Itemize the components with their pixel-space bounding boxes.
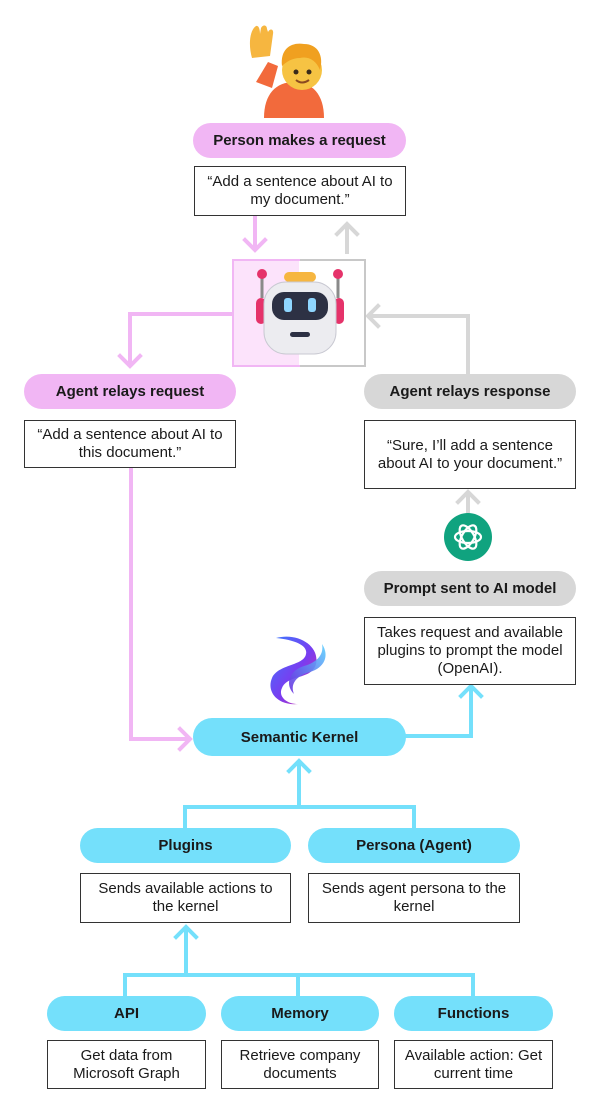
functions-label: Functions (394, 996, 553, 1031)
memory-text: Retrieve company documents (221, 1040, 379, 1089)
arrow-agent-to-relay-request (117, 312, 234, 369)
semantic-kernel-label: Semantic Kernel (193, 718, 406, 756)
arrow-kernel-to-prompt (405, 683, 484, 738)
robot-icon (256, 269, 344, 355)
agent-relays-response-label: Agent relays response (364, 374, 576, 409)
person-raising-hand-icon (249, 25, 324, 118)
agent-relays-request-label: Agent relays request (24, 374, 236, 409)
arrow-plugins-to-kernel (183, 758, 416, 830)
plugins-label: Plugins (80, 828, 291, 863)
semantic-kernel-logo-icon (270, 636, 326, 705)
arrow-response-to-agent (365, 303, 470, 376)
agent-box-pink-edge (232, 259, 300, 367)
functions-text: Available action: Get current time (394, 1040, 553, 1089)
agent-relays-request-text: “Add a sentence about AI to this documen… (24, 420, 236, 468)
person-request-text: “Add a sentence about AI to my document.… (194, 166, 406, 216)
api-label: API (47, 996, 206, 1031)
arrow-agent-to-person (334, 221, 360, 254)
prompt-sent-text: Takes request and available plugins to p… (364, 617, 576, 685)
person-request-label: Person makes a request (193, 123, 406, 158)
memory-label: Memory (221, 996, 379, 1031)
persona-label: Persona (Agent) (308, 828, 520, 863)
openai-logo-icon (444, 513, 492, 561)
arrow-person-to-agent (242, 216, 268, 253)
arrow-openai-to-response (455, 489, 481, 514)
agent-relays-response-text: “Sure, I’ll add a sentence about AI to y… (364, 420, 576, 489)
prompt-sent-label: Prompt sent to AI model (364, 571, 576, 606)
plugins-text: Sends available actions to the kernel (80, 873, 291, 923)
api-text: Get data from Microsoft Graph (47, 1040, 206, 1089)
persona-text: Sends agent persona to the kernel (308, 873, 520, 923)
arrow-request-to-kernel (129, 466, 193, 752)
arrow-sources-to-plugins (123, 924, 475, 998)
